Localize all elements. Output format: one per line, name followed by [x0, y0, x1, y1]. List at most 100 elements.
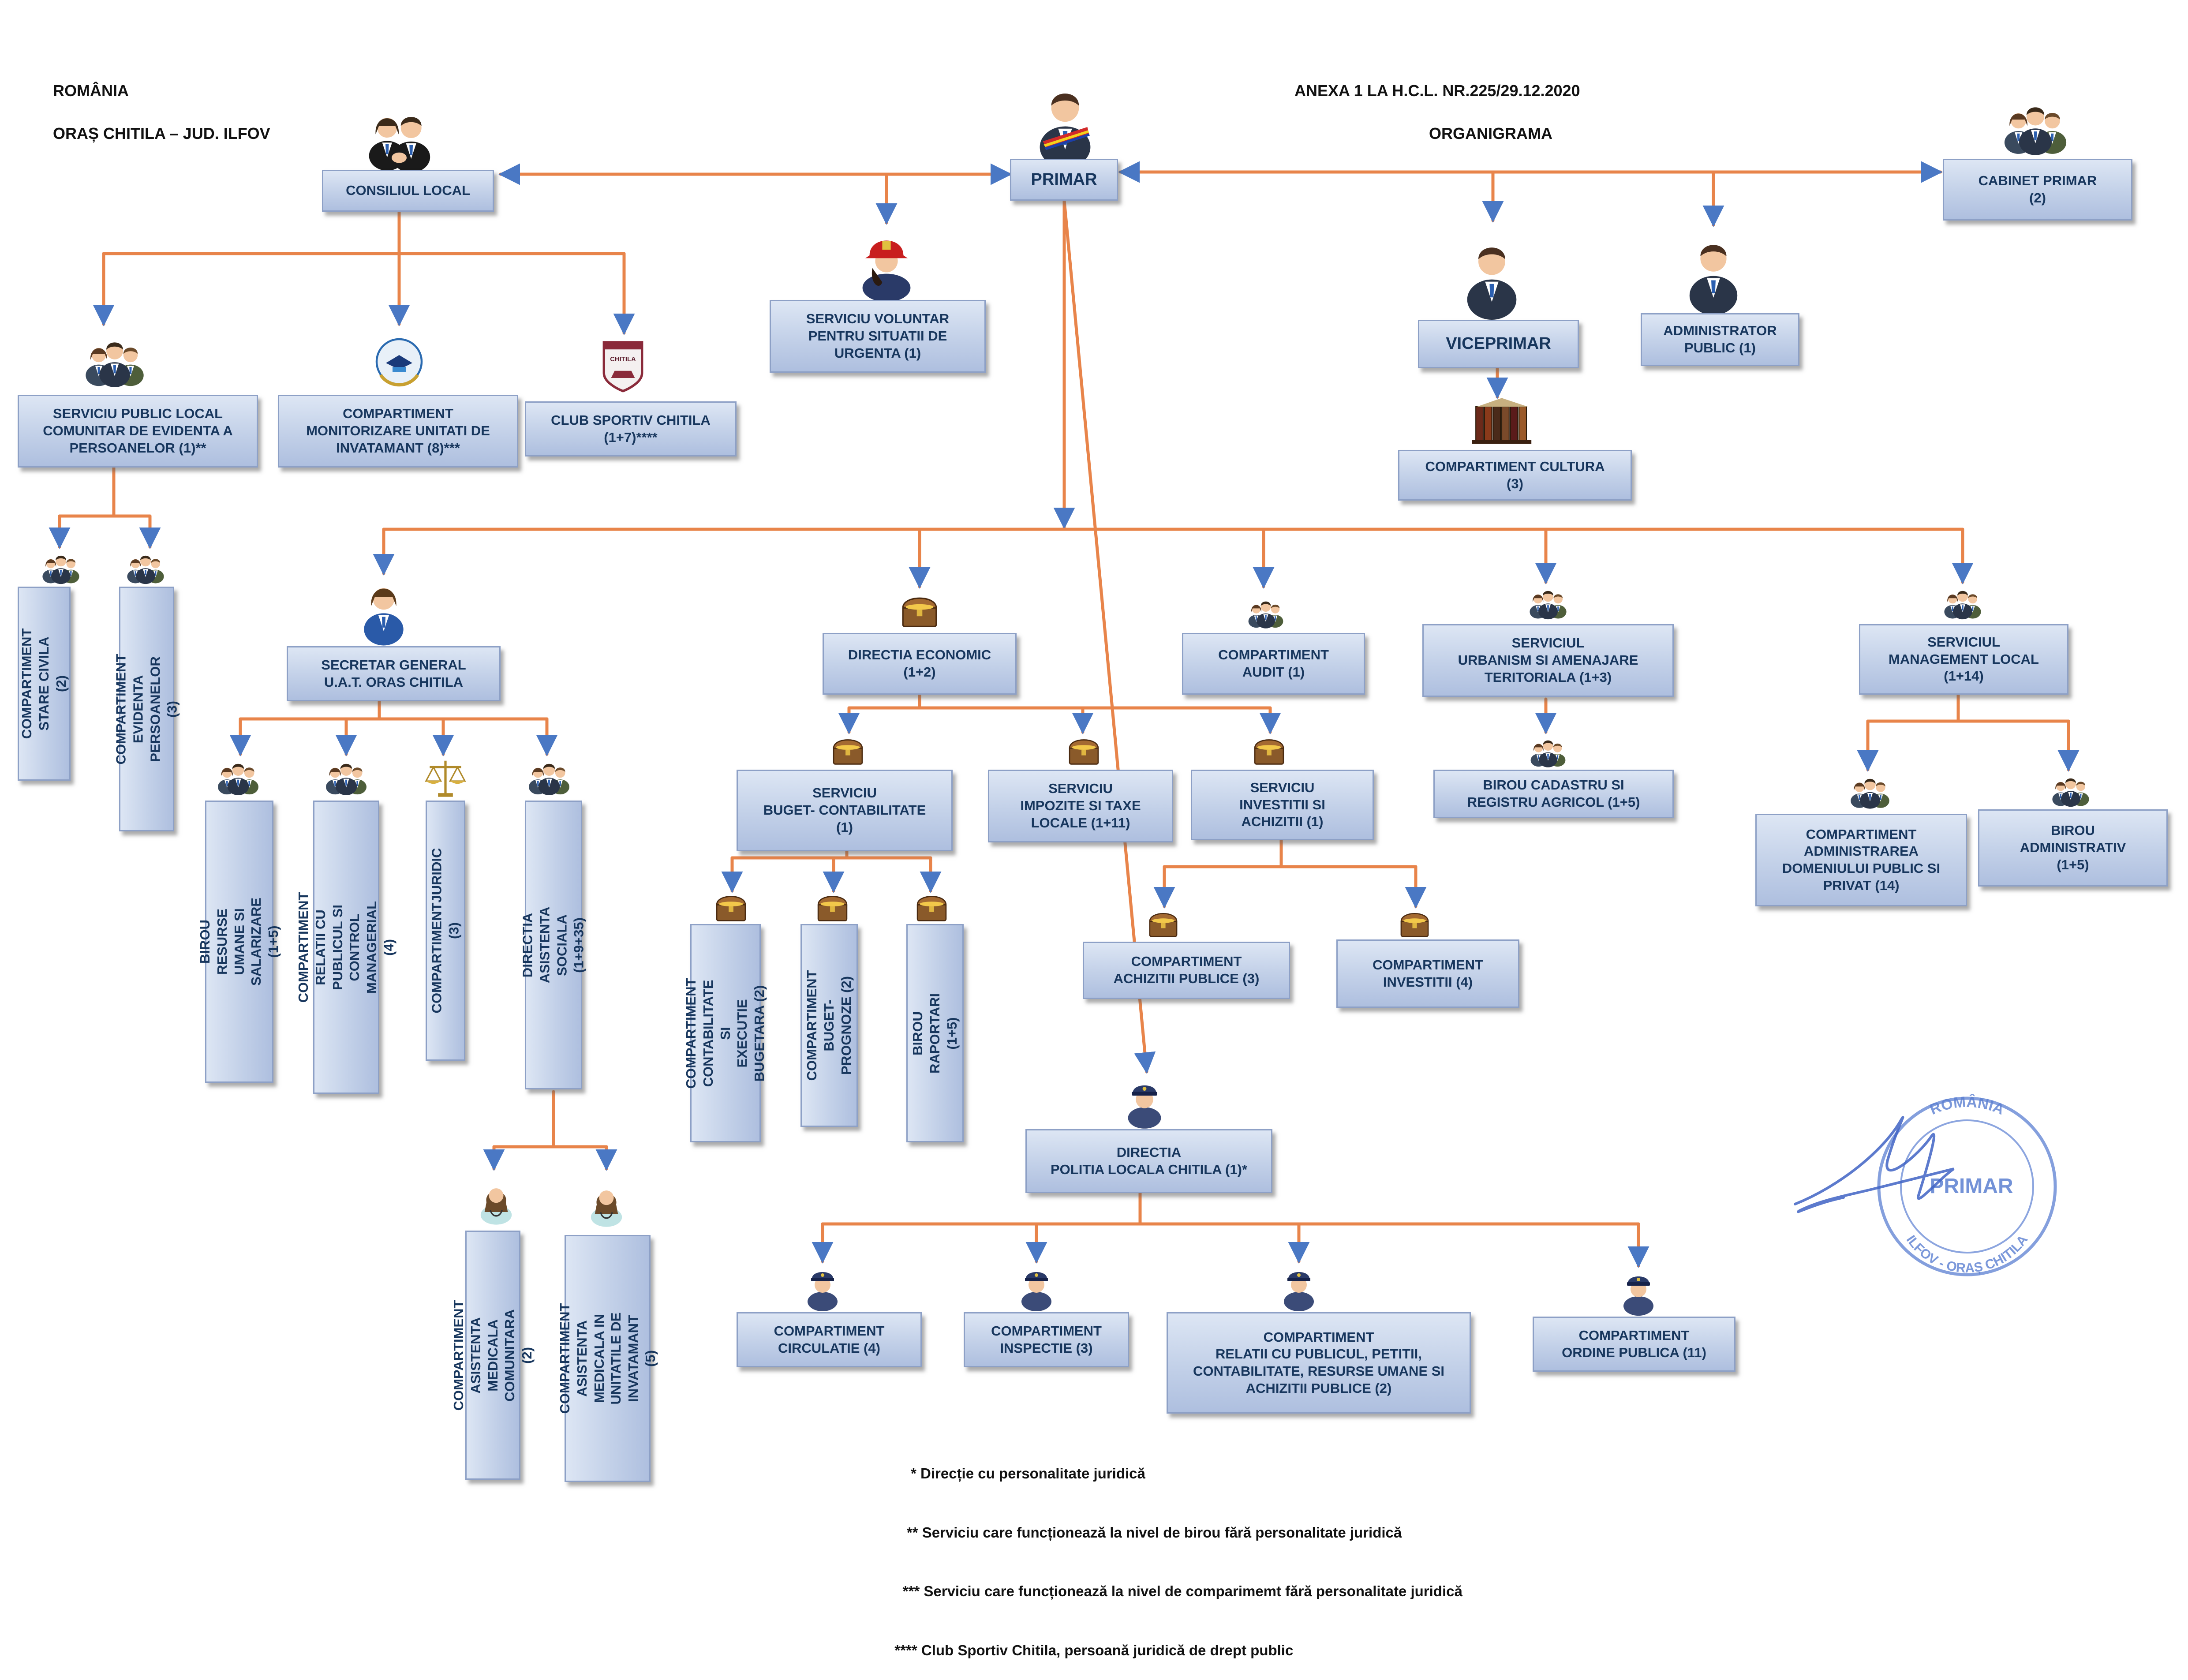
box-cabinet-primar: CABINET PRIMAR (2): [1943, 159, 2132, 221]
secretary-icon: [364, 588, 404, 646]
evidenta-persoanelor-label: COMPARTIMENT EVIDENTA PERSOANELOR (3): [113, 654, 180, 764]
box-compartiment-investitii: COMPARTIMENT INVESTITII (4): [1336, 939, 1519, 1008]
management-team-icon: [1944, 591, 1981, 620]
relatii-publicul-label: COMPARTIMENT RELATII CU PUBLICUL SI CONT…: [295, 892, 396, 1003]
achizitii-chest-icon: [1149, 913, 1178, 937]
buget-chest-icon: [833, 739, 863, 765]
police-inspectie-icon: [1021, 1272, 1051, 1311]
box-directia-asistenta: DIRECTIA ASISTENTA SOCIALA (1+9+35): [520, 801, 587, 1089]
administrativ-team-icon: [2052, 778, 2089, 807]
box-management-local: SERVICIUL MANAGEMENT LOCAL (1+14): [1859, 624, 2068, 695]
asistenta-scoli-label: COMPARTIMENT ASISTENTA MEDICALA IN UNITA…: [557, 1303, 658, 1414]
buget-prognoze-label: COMPARTIMENT BUGET-PROGNOZE (2): [804, 970, 854, 1081]
evidenta-team-icon: [127, 555, 164, 584]
prognoze-chest-icon: [817, 896, 848, 921]
cadastru-team-icon: [1530, 740, 1566, 767]
box-relatii-petitii: COMPARTIMENT RELATII CU PUBLICUL, PETITI…: [1167, 1312, 1471, 1414]
nurse-icon-2: [591, 1190, 622, 1227]
compartiment-investitii-chest-icon: [1400, 913, 1429, 937]
box-impozite-taxe: SERVICIU IMPOZITE SI TAXE LOCALE (1+11): [988, 770, 1173, 842]
box-politia-locala: DIRECTIA POLITIA LOCALA CHITILA (1)*: [1025, 1129, 1272, 1193]
locality-label: ORAȘ CHITILA – JUD. ILFOV: [53, 124, 270, 142]
investitii-chest-icon: [1254, 739, 1284, 765]
box-cadastru: BIROU CADASTRU SI REGISTRU AGRICOL (1+5): [1433, 770, 1674, 818]
impozite-chest-icon: [1069, 739, 1099, 765]
police-ordine-icon: [1623, 1276, 1653, 1316]
resurse-umane-team-icon: [218, 763, 258, 796]
stamp-top-text: ROMÂNIA: [1927, 1094, 2007, 1118]
box-investitii-achizitii: SERVICIU INVESTITII SI ACHIZITII (1): [1191, 770, 1374, 840]
footnote-4: **** Club Sportiv Chitila, persoană juri…: [886, 1642, 1294, 1659]
domeniu-team-icon: [1851, 778, 1889, 809]
box-resurse-umane: BIROU RESURSE UMANE SI SALARIZARE (1+5): [197, 801, 281, 1083]
police-circulatie-icon: [808, 1272, 838, 1311]
box-circulatie: COMPARTIMENT CIRCULATIE (4): [737, 1312, 922, 1367]
resurse-umane-label: BIROU RESURSE UMANE SI SALARIZARE (1+5): [197, 898, 281, 986]
box-audit: COMPARTIMENT AUDIT (1): [1182, 633, 1365, 695]
country-label: ROMÂNIA: [53, 82, 129, 100]
education-emblem-icon: [375, 338, 423, 387]
justice-scales-icon: [425, 760, 466, 797]
mayor-icon: [1040, 94, 1091, 161]
asistenta-comunitara-label: COMPARTIMENT ASISTENTA MEDICALA COMUNITA…: [450, 1300, 535, 1411]
administrator-icon: [1689, 245, 1738, 313]
box-asistenta-comunitara: COMPARTIMENT ASISTENTA MEDICALA COMUNITA…: [451, 1231, 535, 1480]
deputy-mayor-icon: [1467, 247, 1517, 320]
urbanism-team-icon: [1530, 591, 1567, 620]
box-achizitii-publice: COMPARTIMENT ACHIZITII PUBLICE (3): [1083, 942, 1290, 999]
raportari-chest-icon: [916, 896, 947, 921]
stamp-bottom-text: ILFOV - ORAȘ CHITILA: [1904, 1232, 2031, 1276]
box-secretar-general: SECRETAR GENERAL U.A.T. ORAS CHITILA: [287, 646, 501, 701]
spclep-team-icon: [86, 342, 144, 387]
club-badge-text: CHITILA: [610, 356, 636, 363]
svg-text:ILFOV - ORAȘ CHITILA: ILFOV - ORAȘ CHITILA: [1904, 1232, 2031, 1276]
box-relatii-publicul: COMPARTIMENT RELATII CU PUBLICUL SI CONT…: [295, 801, 396, 1094]
council-members-icon: [369, 117, 430, 173]
relatii-team-icon: [326, 763, 367, 796]
box-spclep: SERVICIU PUBLIC LOCAL COMUNITAR DE EVIDE…: [18, 395, 258, 468]
box-buget-prognoze: COMPARTIMENT BUGET-PROGNOZE (2): [800, 924, 858, 1127]
box-urbanism: SERVICIUL URBANISM SI AMENAJARE TERITORI…: [1422, 624, 1674, 697]
footnotes: * Direcție cu personalitate juridică ** …: [886, 1425, 1462, 1680]
svg-text:ROMÂNIA: ROMÂNIA: [1927, 1094, 2007, 1118]
cabinet-team-icon: [2004, 107, 2067, 155]
document-title: ORGANIGRAMA: [1429, 124, 1552, 142]
stare-civila-label: COMPARTIMENT STARE CIVILA (2): [19, 628, 69, 739]
box-viceprimar: VICEPRIMAR: [1418, 320, 1579, 368]
contabilitate-chest-icon: [716, 896, 746, 921]
stare-civila-team-icon: [42, 555, 79, 584]
box-ordine-publica: COMPARTIMENT ORDINE PUBLICA (11): [1533, 1317, 1735, 1372]
club-sportiv-badge-icon: CHITILA: [602, 341, 643, 393]
footnote-1: * Direcție cu personalitate juridică: [886, 1465, 1145, 1482]
nurse-icon-1: [480, 1188, 512, 1225]
box-svsu: SERVICIU VOLUNTAR PENTRU SITUATII DE URG…: [770, 300, 986, 373]
box-evidenta-persoanelor: COMPARTIMENT EVIDENTA PERSOANELOR (3): [113, 587, 180, 831]
box-consiliul-local: CONSILIUL LOCAL: [322, 170, 494, 212]
box-buget-contabilitate: SERVICIU BUGET- CONTABILITATE (1): [737, 770, 953, 851]
box-juridic: COMPARTIMENTJURIDIC (3): [426, 801, 465, 1061]
asistenta-team-icon: [529, 763, 569, 796]
stamp-and-signature: ROMÂNIA PRIMAR ILFOV - ORAȘ CHITILA: [1794, 1094, 2057, 1276]
audit-team-icon: [1248, 601, 1283, 629]
connector-lines: [49, 161, 2080, 1268]
police-officer-icon: [1128, 1085, 1161, 1129]
box-primar: PRIMAR: [1010, 159, 1118, 201]
box-administrator-public: ADMINISTRATOR PUBLIC (1): [1641, 313, 1799, 366]
box-asistenta-scoli: COMPARTIMENT ASISTENTA MEDICALA IN UNITA…: [557, 1235, 658, 1482]
contabilitate-executie-label: COMPARTIMENT CONTABILITATE SI EXECUTIE B…: [683, 978, 767, 1089]
footnote-3: *** Serviciu care funcționează la nivel …: [886, 1583, 1462, 1600]
box-monitorizare: COMPARTIMENT MONITORIZARE UNITATI DE INV…: [278, 395, 518, 468]
firefighter-icon: [862, 240, 911, 302]
footnote-2: ** Serviciu care funcționează la nivel d…: [886, 1524, 1402, 1541]
directia-economic-chest-icon: [902, 597, 937, 627]
box-compartiment-cultura: COMPARTIMENT CULTURA (3): [1398, 450, 1632, 501]
birou-raportari-label: BIROU RAPORTARI (1+5): [909, 993, 960, 1074]
annex-label: ANEXA 1 LA H.C.L. NR.225/29.12.2020: [1294, 82, 1580, 100]
box-administrare-domeniu: COMPARTIMENT ADMINISTRAREA DOMENIULUI PU…: [1755, 814, 1967, 906]
police-relatii-icon: [1284, 1272, 1314, 1311]
box-stare-civila: COMPARTIMENT STARE CIVILA (2): [18, 587, 71, 781]
library-books-icon: [1472, 398, 1532, 444]
box-contabilitate-executie: COMPARTIMENT CONTABILITATE SI EXECUTIE B…: [683, 924, 767, 1142]
box-birou-administrativ: BIROU ADMINISTRATIV (1+5): [1978, 809, 2168, 887]
juridic-label: COMPARTIMENTJURIDIC (3): [429, 848, 461, 1014]
